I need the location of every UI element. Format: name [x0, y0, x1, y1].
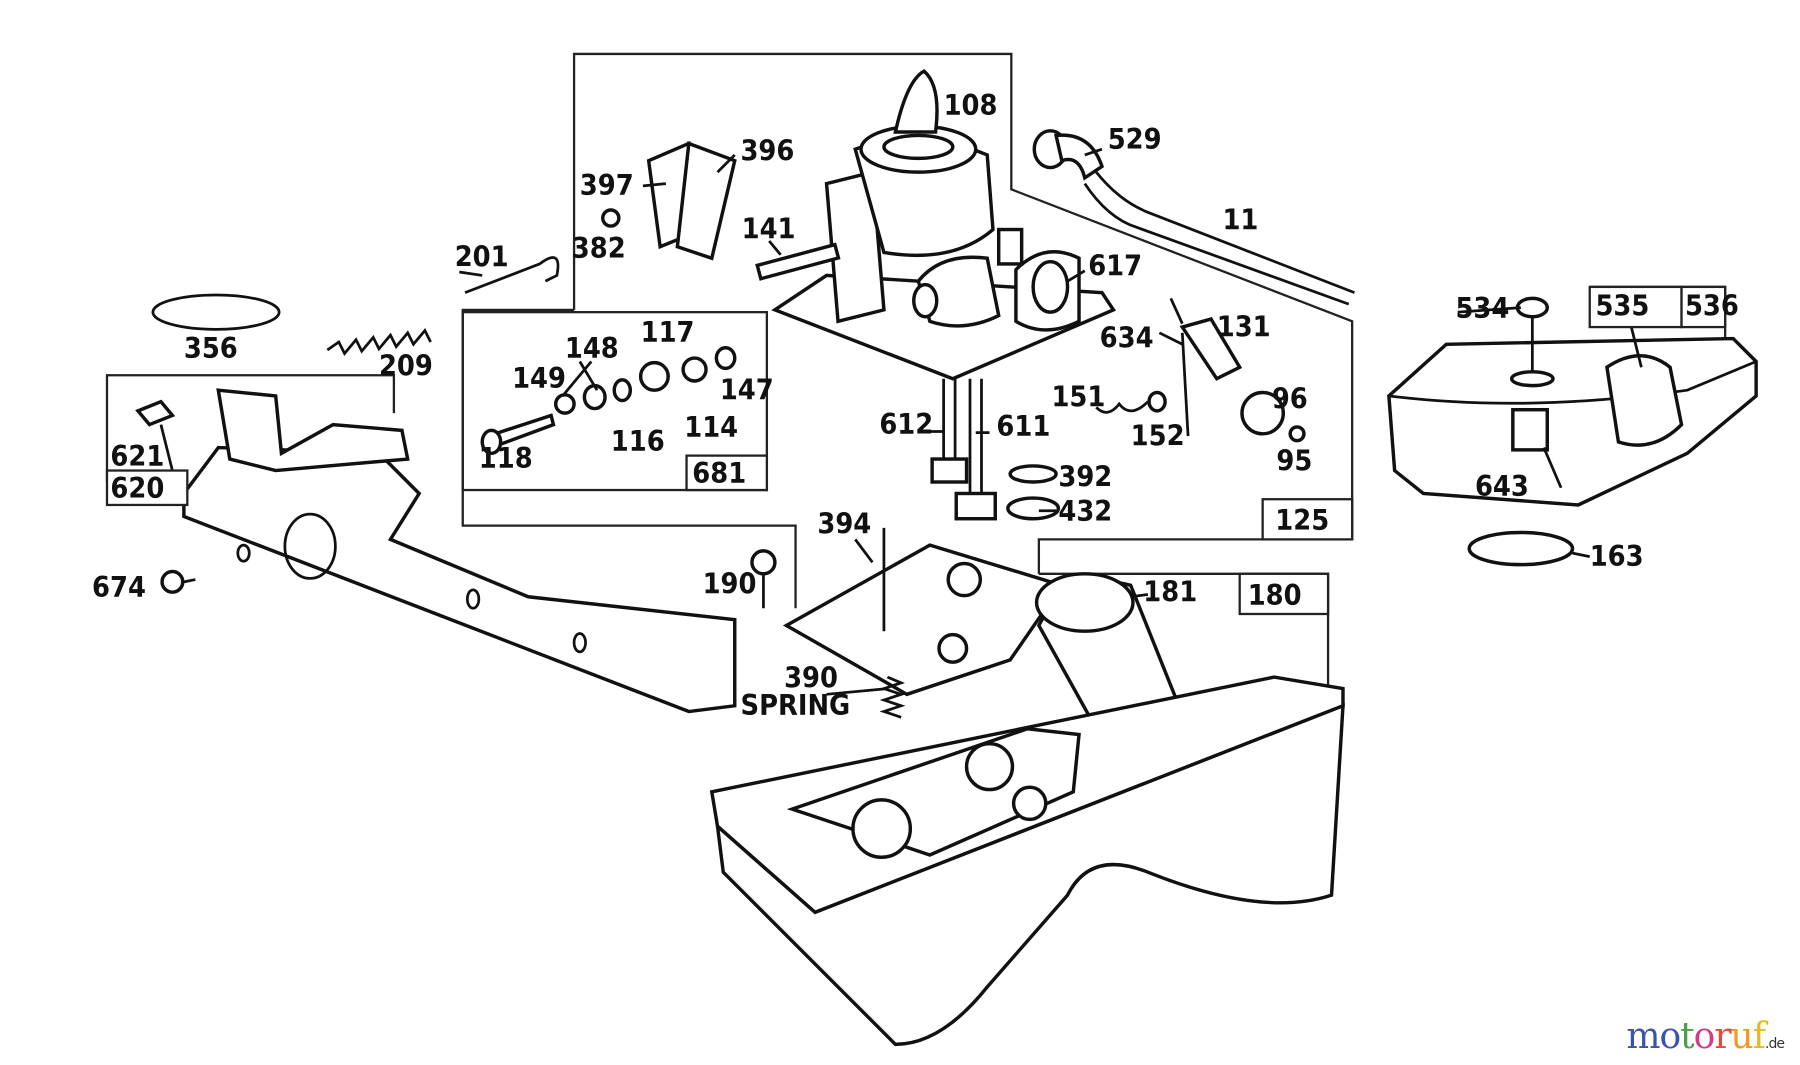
label-209: 209	[379, 348, 433, 382]
label-190: 190	[703, 566, 757, 600]
label-149: 149	[512, 361, 566, 395]
label-141: 141	[742, 212, 796, 246]
logo-letter: t	[1680, 1016, 1695, 1057]
label-611: 611	[996, 409, 1050, 443]
fuel-tank	[1387, 296, 1758, 507]
label-534: 534	[1455, 291, 1509, 325]
label-529: 529	[1108, 122, 1162, 156]
part-152	[1147, 390, 1167, 413]
part-95	[1288, 425, 1306, 443]
motoruf-watermark-logo: motoruf.de	[1626, 1016, 1785, 1057]
bracket-group-frame	[105, 374, 396, 483]
label-108: 108	[944, 88, 998, 122]
label-536: 536	[1685, 289, 1739, 323]
label-118: 118	[479, 441, 533, 475]
logo-letter: u	[1730, 1016, 1754, 1057]
part-201	[464, 256, 560, 294]
label-382: 382	[572, 231, 626, 265]
label-spring: SPRING	[740, 688, 850, 722]
label-95: 95	[1276, 444, 1312, 478]
logo-letter: o	[1693, 1016, 1716, 1057]
part-396	[675, 141, 737, 261]
label-114: 114	[684, 410, 738, 444]
logo-letter: f	[1752, 1016, 1766, 1057]
part-611	[968, 378, 983, 494]
part-382	[601, 208, 621, 228]
label-box-125	[1261, 498, 1354, 541]
part-392	[1008, 464, 1058, 484]
label-box-620	[105, 469, 189, 507]
label-151: 151	[1051, 379, 1105, 413]
carburetor-body	[771, 69, 1117, 381]
label-634: 634	[1100, 321, 1154, 355]
jet-parts	[480, 346, 737, 456]
label-674: 674	[92, 570, 146, 604]
label-612: 612	[879, 407, 933, 441]
label-394: 394	[817, 507, 871, 541]
part-390-spring	[879, 675, 906, 719]
logo-letter: m	[1626, 1016, 1660, 1057]
label-181: 181	[1143, 574, 1197, 608]
label-152: 152	[1131, 418, 1185, 452]
label-96: 96	[1272, 382, 1308, 416]
part-96	[1240, 390, 1286, 436]
label-390: 390	[784, 660, 838, 694]
leader-lines	[159, 147, 1643, 696]
label-box-536	[1680, 285, 1727, 329]
label-131: 131	[1217, 309, 1271, 343]
part-621	[135, 399, 176, 427]
label-432: 432	[1058, 494, 1112, 528]
part-356	[151, 293, 281, 331]
label-617: 617	[1088, 248, 1142, 282]
jet-group-frame	[461, 311, 769, 492]
label-396: 396	[740, 134, 794, 168]
label-621: 621	[110, 439, 164, 473]
label-11: 11	[1222, 203, 1258, 237]
label-356: 356	[184, 331, 238, 365]
label-117: 117	[641, 315, 695, 349]
part-394	[782, 543, 1065, 697]
part-163	[1467, 530, 1575, 567]
logo-suffix: .de	[1765, 1036, 1785, 1052]
part-190	[750, 549, 777, 576]
logo-letter: r	[1714, 1016, 1731, 1057]
label-box-681	[685, 454, 769, 492]
part-209	[326, 328, 432, 356]
part-151	[1095, 400, 1149, 414]
part-612	[942, 378, 957, 460]
part-141	[755, 242, 841, 281]
part-11	[1083, 171, 1355, 306]
label-397: 397	[580, 168, 634, 202]
label-116: 116	[611, 424, 665, 458]
part-131	[1179, 317, 1243, 381]
label-535: 535	[1595, 289, 1649, 323]
label-681: 681	[692, 456, 746, 490]
label-148: 148	[565, 331, 619, 365]
part-620	[182, 388, 737, 714]
label-201: 201	[455, 239, 509, 273]
label-147: 147	[720, 372, 774, 406]
label-643: 643	[1475, 469, 1529, 503]
label-392: 392	[1058, 460, 1112, 494]
label-163: 163	[1590, 539, 1644, 573]
part-432	[1006, 496, 1061, 521]
label-box-535	[1588, 285, 1683, 329]
label-box-180	[1238, 572, 1330, 616]
part-674	[160, 569, 185, 594]
label-620: 620	[110, 471, 164, 505]
label-180: 180	[1248, 578, 1302, 612]
logo-letter: o	[1659, 1016, 1681, 1057]
label-125: 125	[1275, 503, 1329, 537]
part-180-base	[709, 675, 1345, 1047]
